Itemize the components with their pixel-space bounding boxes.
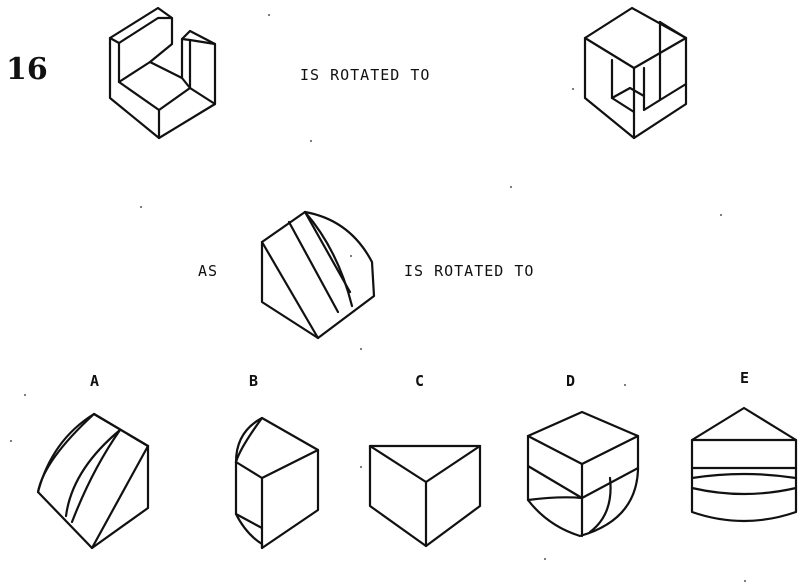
option-e-label[interactable]: E xyxy=(740,369,750,387)
scan-speck xyxy=(10,440,12,442)
scan-speck xyxy=(350,255,352,257)
scan-speck xyxy=(310,140,312,142)
option-d-label[interactable]: D xyxy=(566,372,576,390)
is-rotated-to-label-2: IS ROTATED TO xyxy=(404,262,535,280)
scan-speck xyxy=(24,394,26,396)
scan-speck xyxy=(744,580,746,582)
is-rotated-to-label-1: IS ROTATED TO xyxy=(300,66,431,84)
scan-speck xyxy=(360,348,362,350)
scan-speck xyxy=(510,186,512,188)
option-a-label[interactable]: A xyxy=(90,372,100,390)
scan-speck xyxy=(544,558,546,560)
scan-speck xyxy=(360,466,362,468)
scan-speck xyxy=(140,206,142,208)
option-b-label[interactable]: B xyxy=(249,372,259,390)
scan-speck xyxy=(720,214,722,216)
scan-speck xyxy=(572,88,574,90)
scan-speck xyxy=(624,384,626,386)
option-c-label[interactable]: C xyxy=(415,372,425,390)
scan-speck xyxy=(268,14,270,16)
question-number: 16 xyxy=(6,52,48,87)
as-label: AS xyxy=(198,262,219,280)
